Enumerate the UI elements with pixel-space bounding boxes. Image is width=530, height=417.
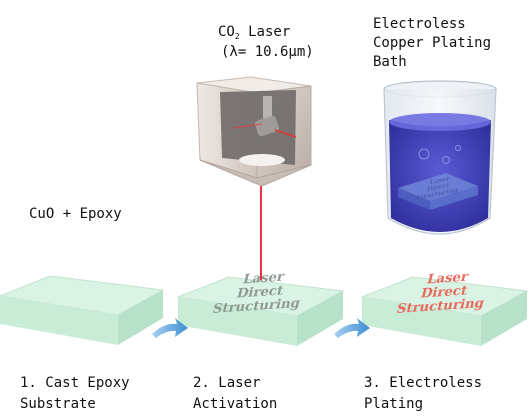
pattern-text-bath-1: Laser [429,175,451,186]
laser-title: CO2 Laser [218,22,290,44]
arrow-right-icon [152,318,188,338]
laser-wavelength: (λ= 10.6μm) [221,44,314,60]
pattern-text-plated-1: Laser [425,269,471,287]
plating-beaker [383,80,497,235]
substrate-plated [360,276,529,346]
substrate-cast [0,275,165,345]
step-1-title: 1. Cast Epoxy [20,375,130,391]
bubble-icon [455,145,461,151]
pattern-text-plated-3: Structuring [395,295,486,317]
work-plate-icon [239,154,285,166]
step-3-subtitle: Plating [364,396,424,412]
step-1-subtitle: Substrate [20,396,96,412]
laser-head-icon [263,96,272,122]
laser-title-prefix: CO [218,24,235,40]
bubble-icon [442,156,450,164]
pattern-text-bath-2: Direct [426,182,450,193]
bath-label-line-3: Bath [373,54,407,70]
material-label: CuO + Epoxy [29,206,122,222]
pattern-text-activated-2: Direct [235,283,286,302]
pattern-text-plated-2: Direct [419,283,470,302]
immersed-substrate [398,173,478,201]
step-2-title: 2. Laser [193,375,261,391]
laser-title-subscript: 2 [234,32,240,41]
step-2-subtitle: Activation [193,396,278,412]
laser-enclosure [196,76,312,187]
pattern-text-activated-3: Structuring [211,295,302,317]
arrow-right-icon [334,318,370,338]
pattern-text-activated-1: Laser [241,269,287,287]
bath-label-line-2: Copper Plating [373,35,492,51]
bubble-icon [418,148,430,160]
laser-title-suffix: Laser [239,24,291,40]
bath-label-line-1: Electroless [373,16,466,32]
substrate-activated [176,276,345,346]
galvo-mirror-icon [254,115,280,137]
step-3-title: 3. Electroless [364,375,483,391]
